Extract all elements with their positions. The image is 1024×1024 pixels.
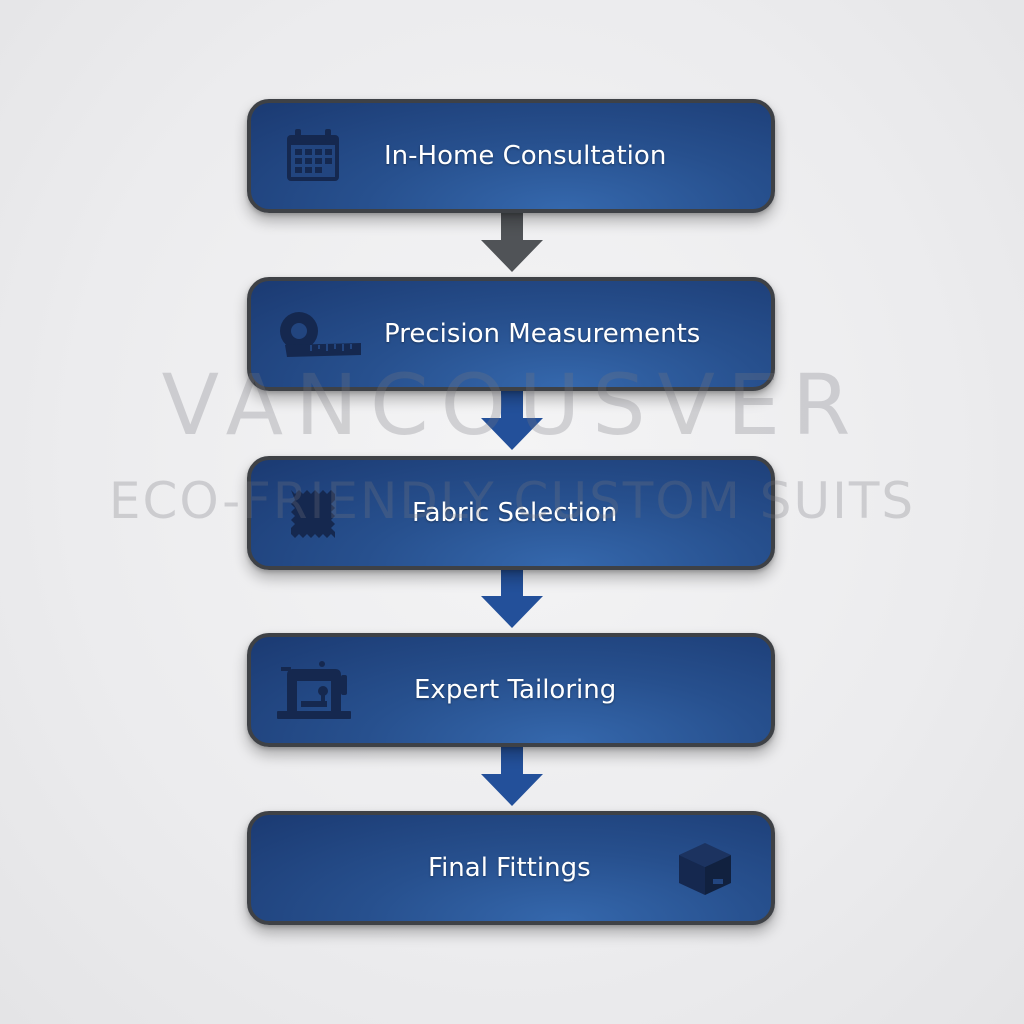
step-label: Expert Tailoring bbox=[414, 675, 617, 705]
arrow-down-icon bbox=[481, 564, 543, 628]
fabric-swatch-icon bbox=[291, 490, 335, 538]
step-label: Precision Measurements bbox=[384, 319, 701, 349]
step-label: In-Home Consultation bbox=[384, 141, 667, 171]
step-label: Final Fittings bbox=[428, 853, 591, 883]
sewing-machine-icon bbox=[277, 661, 351, 719]
step-in-home-consultation: In-Home Consultation bbox=[247, 99, 775, 213]
step-precision-measurements: Precision Measurements bbox=[247, 277, 775, 391]
step-label: Fabric Selection bbox=[412, 498, 618, 528]
step-final-fittings: Final Fittings bbox=[247, 811, 775, 925]
measuring-tape-icon bbox=[280, 312, 361, 357]
calendar-icon bbox=[287, 129, 339, 181]
arrow-down-icon bbox=[481, 386, 543, 450]
arrow-down-icon bbox=[481, 208, 543, 272]
box-icon bbox=[679, 843, 731, 895]
step-expert-tailoring: Expert Tailoring bbox=[247, 633, 775, 747]
step-fabric-selection: Fabric Selection bbox=[247, 456, 775, 570]
arrow-down-icon bbox=[481, 742, 543, 806]
